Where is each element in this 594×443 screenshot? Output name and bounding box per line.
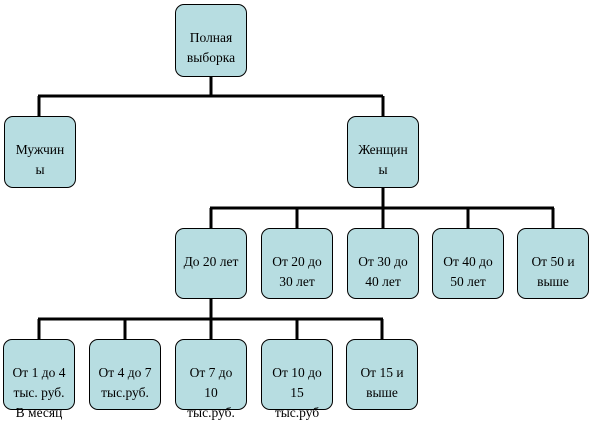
node-income-10-15-label: От 10 до 15 тыс.руб bbox=[272, 365, 322, 420]
node-income-7-10: От 7 до 10 тыс.руб. bbox=[175, 339, 247, 420]
node-income-15plus-label: От 15 и выше bbox=[360, 365, 404, 400]
node-age-under20: До 20 лет bbox=[175, 228, 247, 299]
node-age-50plus: От 50 и выше bbox=[517, 228, 589, 299]
node-root: Полная выборка bbox=[175, 4, 247, 77]
node-men: Мужчин ы bbox=[4, 116, 76, 188]
node-age-20-30-label: От 20 до 30 лет bbox=[272, 254, 322, 289]
node-women-label: Женщин ы bbox=[358, 142, 408, 177]
node-women: Женщин ы bbox=[347, 116, 419, 188]
connector-lines bbox=[37, 77, 555, 339]
node-age-30-40-label: От 30 до 40 лет bbox=[358, 254, 408, 289]
node-age-40-50-label: От 40 до 50 лет bbox=[443, 254, 493, 289]
node-root-label: Полная выборка bbox=[186, 30, 236, 65]
node-age-30-40: От 30 до 40 лет bbox=[347, 228, 419, 299]
node-age-40-50: От 40 до 50 лет bbox=[432, 228, 504, 299]
node-age-20-30: От 20 до 30 лет bbox=[261, 228, 333, 299]
sample-tree-diagram: Полная выборка Мужчин ы Женщин ы До 20 л… bbox=[3, 4, 589, 420]
node-age-50plus-label: От 50 и выше bbox=[531, 254, 575, 289]
node-men-label: Мужчин ы bbox=[15, 142, 65, 177]
node-income-4-7-label: От 4 до 7 тыс.руб. bbox=[98, 365, 152, 400]
node-income-1-4: От 1 до 4 тыс. руб. В месяц bbox=[3, 339, 75, 420]
node-income-4-7: От 4 до 7 тыс.руб. bbox=[89, 339, 161, 410]
node-age-under20-label: До 20 лет bbox=[183, 254, 239, 269]
node-income-15plus: От 15 и выше bbox=[346, 339, 418, 410]
node-income-1-4-label: От 1 до 4 тыс. руб. В месяц bbox=[12, 365, 66, 420]
node-income-7-10-label: От 7 до 10 тыс.руб. bbox=[187, 365, 235, 420]
node-income-10-15: От 10 до 15 тыс.руб bbox=[261, 339, 333, 420]
